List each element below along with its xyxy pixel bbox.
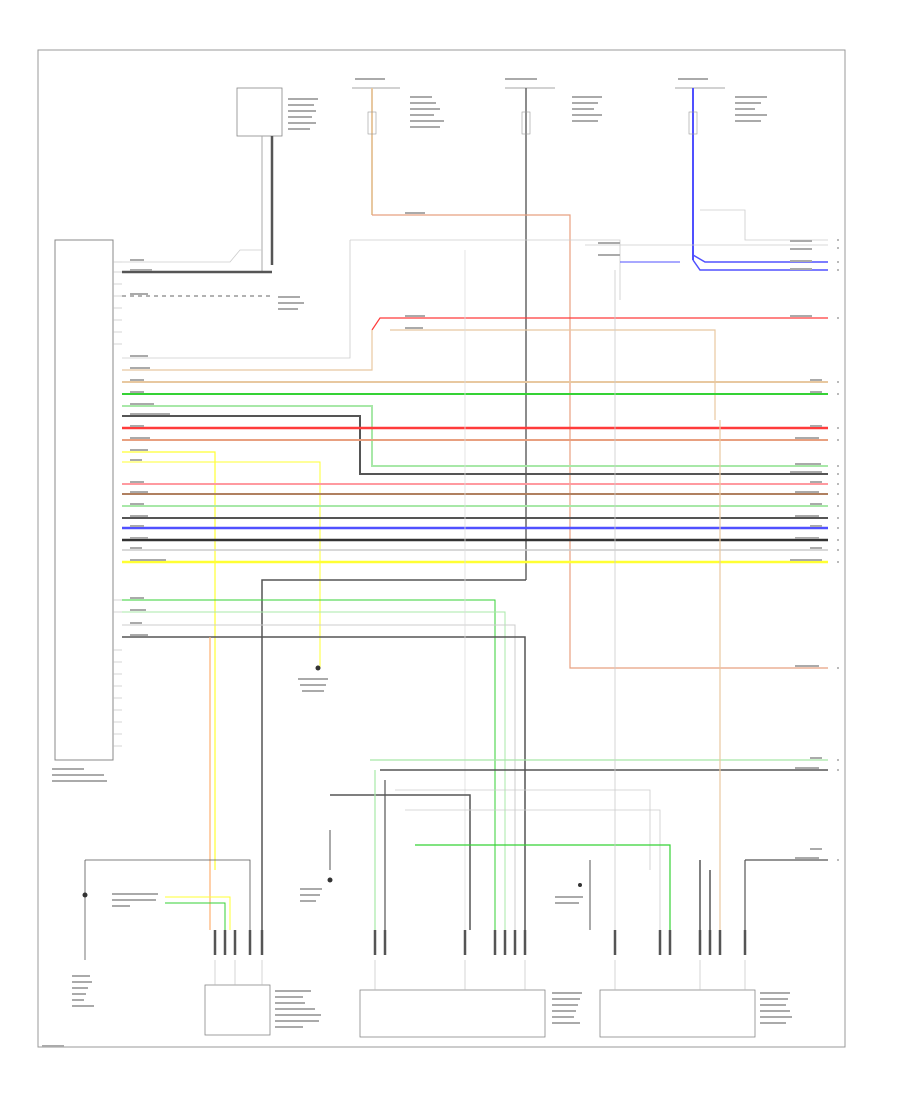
module-pin-ticks (113, 261, 122, 747)
top-relay-box (236, 87, 283, 137)
splice-point-right (578, 883, 582, 887)
lower-wires (84, 250, 828, 960)
splice-point (315, 665, 321, 671)
lower-connector-left (204, 984, 271, 1036)
connector-pin-ends (214, 960, 746, 990)
control-module-connector (54, 239, 114, 761)
fuse-column-2 (505, 87, 555, 580)
main-bus-wires (122, 381, 828, 870)
ground-point-left (82, 892, 88, 898)
connector-pins (213, 930, 747, 955)
upper-wires (122, 209, 828, 669)
ground-point-center (327, 877, 333, 883)
diagram-frame (37, 49, 846, 1048)
right-edge-terminals (837, 239, 839, 861)
wire-label-marks (42, 78, 822, 1047)
fuse-column-1 (352, 87, 400, 215)
lower-connector-center (359, 989, 546, 1038)
lower-connector-right (599, 989, 756, 1038)
fuse-column-3 (675, 87, 725, 260)
